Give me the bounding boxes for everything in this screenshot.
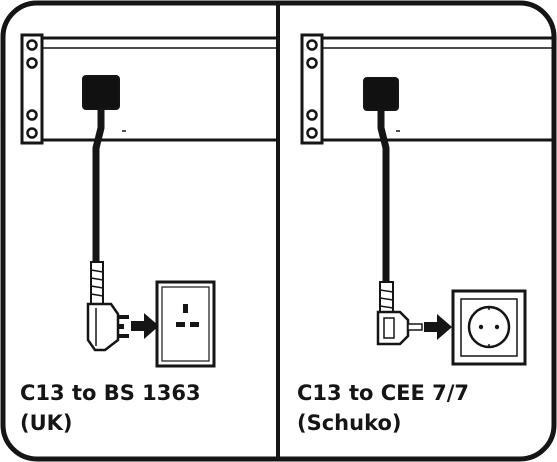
- power-cable: [377, 110, 390, 282]
- bs-1363-plug: [86, 302, 129, 352]
- cee-7-7-plug: [376, 310, 423, 346]
- caption-region: (Schuko): [297, 411, 402, 435]
- strain-relief: [379, 281, 394, 313]
- caption-region: (UK): [20, 411, 73, 435]
- panel-caption-left: C13 to BS 1363 (UK): [20, 378, 201, 438]
- caption-title: C13 to CEE 7/7: [297, 381, 470, 405]
- arrow-icon: [424, 314, 452, 340]
- c13-connector: [82, 75, 120, 110]
- schuko-socket: [451, 289, 527, 366]
- panel-caption-right: C13 to CEE 7/7 (Schuko): [297, 378, 469, 438]
- arrow-icon: [131, 313, 159, 339]
- bs-1363-uk-socket: [155, 280, 216, 368]
- power-cable: [92, 109, 105, 262]
- server-chassis: [320, 36, 553, 142]
- server-chassis: [40, 36, 276, 142]
- caption-title: C13 to BS 1363: [20, 381, 201, 405]
- rack-ear: [300, 33, 324, 145]
- panel-right: [300, 33, 553, 366]
- rack-ear: [20, 33, 44, 145]
- panel-left: [20, 33, 276, 368]
- c13-connector: [363, 77, 399, 111]
- strain-relief: [90, 261, 104, 305]
